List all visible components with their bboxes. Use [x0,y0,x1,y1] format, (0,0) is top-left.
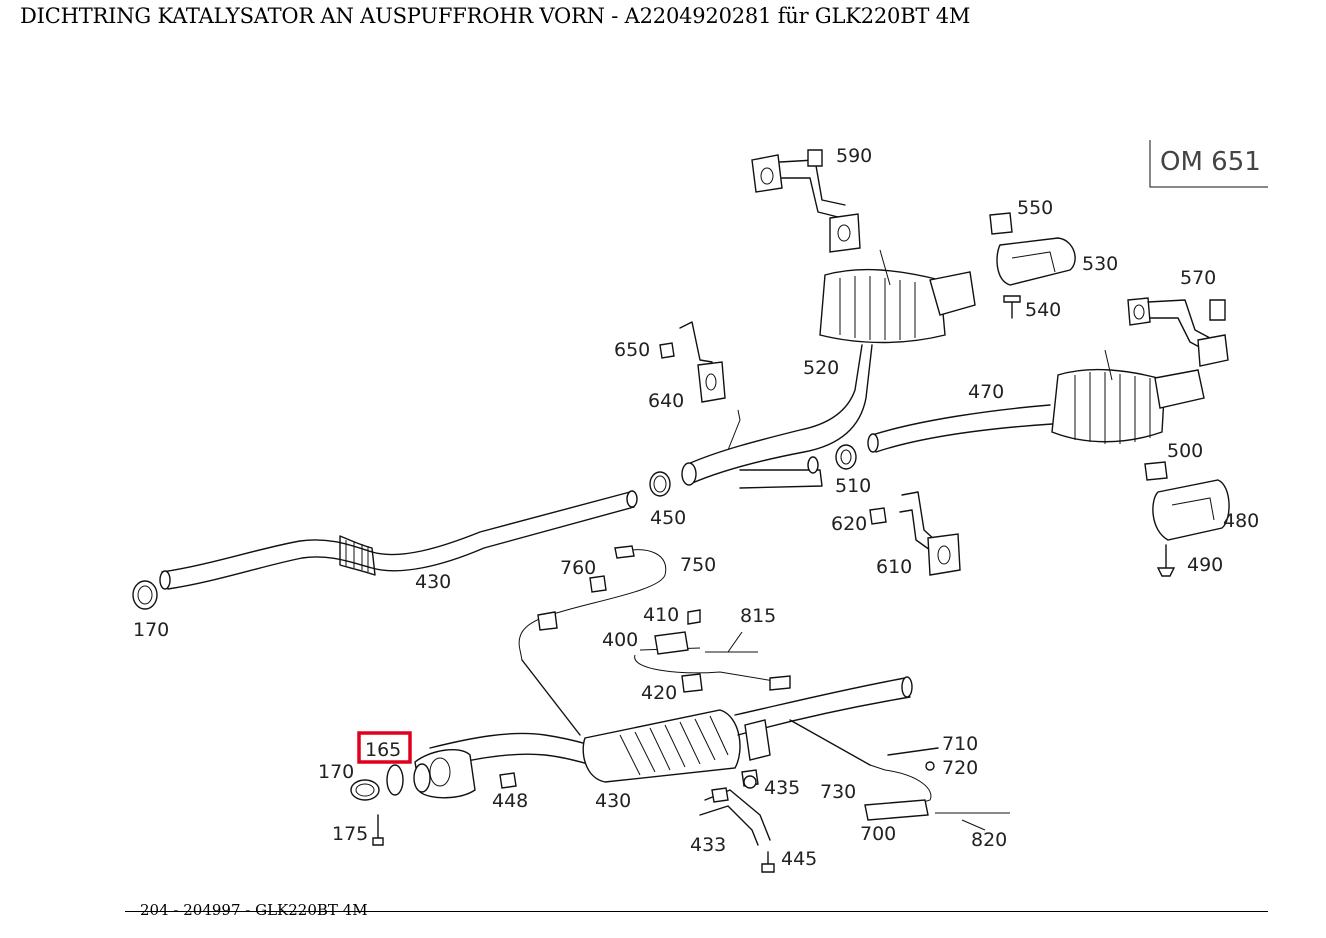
hanger-590 [751,149,861,253]
callout-590: 590 [836,145,872,167]
callout-170-lower: 170 [318,761,354,783]
nut-500 [1144,461,1168,481]
callout-400: 400 [602,629,638,651]
sensor-700 [789,719,939,821]
callout-540: 540 [1025,299,1061,321]
callout-530: 530 [1082,253,1118,275]
callout-500: 500 [1167,440,1203,462]
callout-750: 750 [680,554,716,576]
bolt-175 [372,814,384,846]
hanger-610 [869,491,961,576]
callout-480: 480 [1223,510,1259,532]
callout-175: 175 [332,823,368,845]
callout-550: 550 [1017,197,1053,219]
callout-490: 490 [1187,554,1223,576]
callout-710: 710 [942,733,978,755]
highlight-165[interactable]: 165 [357,731,412,764]
callout-433: 433 [690,834,726,856]
callout-730: 730 [820,781,856,803]
callout-510: 510 [835,475,871,497]
callout-450: 450 [650,507,686,529]
clamp-510 [835,444,857,470]
sealing-ring-165 [386,764,404,796]
callout-420: 420 [641,682,677,704]
catalyst-pipe-430 [429,676,913,783]
footer-rule [125,911,1268,912]
callout-520: 520 [803,357,839,379]
callout-760: 760 [560,557,596,579]
tail-pipe-470 [867,404,1053,453]
page-title: DICHTRING KATALYSATOR AN AUSPUFFROHR VOR… [20,4,971,28]
flange-front [413,748,476,799]
sensor-750 [518,545,667,736]
clamp-450 [649,471,671,497]
screw-445 [761,851,775,873]
rear-muffler-right [1051,349,1205,444]
callout-815: 815 [740,605,776,627]
clamp-170-lower [350,779,380,801]
callout-430-lower: 430 [595,790,631,812]
callout-650: 650 [614,339,650,361]
engine-code-label: OM 651 [1160,147,1261,177]
callout-430-upper: 430 [415,571,451,593]
callout-640: 640 [648,390,684,412]
callout-448: 448 [492,790,528,812]
callout-165: 165 [365,739,401,761]
callout-610: 610 [876,556,912,578]
callout-435: 435 [764,777,800,799]
callout-570: 570 [1180,267,1216,289]
callout-700: 700 [860,823,896,845]
leader-815 [705,631,758,653]
rear-muffler-520 [819,249,976,344]
footer-caption: 204 - 204997 - GLK220BT 4M [140,901,368,919]
callout-470: 470 [968,381,1004,403]
nut-550 [989,212,1013,235]
callout-620: 620 [831,513,867,535]
screw-490 [1156,544,1176,577]
engine-code-box: OM 651 [1149,140,1268,188]
hanger-570 [1127,297,1229,367]
tailpipe-trim-480 [1152,479,1230,541]
callout-720: 720 [942,757,978,779]
clamp-170-left [132,580,158,610]
mid-pipe-430 [159,490,638,590]
callout-410: 410 [643,604,679,626]
nut-448 [499,772,517,789]
leader-820 [935,812,1010,831]
y-pipe-520 [681,344,873,489]
bolt-540 [1003,295,1021,319]
tailpipe-trim-530 [996,237,1076,286]
callout-445: 445 [781,848,817,870]
hanger-640 [659,321,726,403]
callout-820: 820 [971,829,1007,851]
callout-170-left: 170 [133,619,169,641]
part-435 [743,775,757,789]
sensor-400 [634,609,791,693]
